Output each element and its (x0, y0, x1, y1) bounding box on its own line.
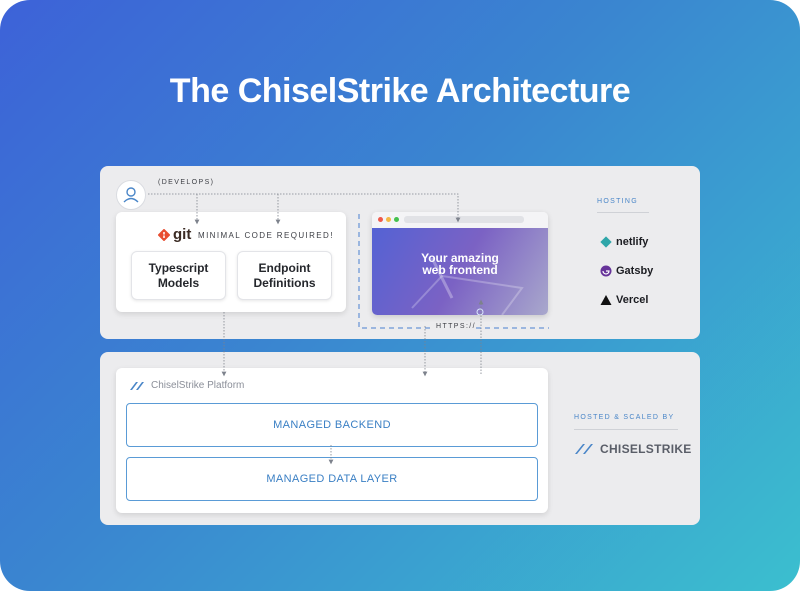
develops-line (148, 193, 461, 223)
frontend-hero (372, 228, 548, 315)
gatsby-icon (600, 265, 612, 277)
endpoints-line1: Endpoint (258, 260, 311, 275)
frontend-line1: Your amazing (421, 251, 499, 265)
git-logo-text: git (173, 226, 192, 243)
endpoints-line2: Definitions (253, 275, 316, 290)
netlify-icon (600, 236, 612, 248)
vercel-name: Vercel (616, 294, 649, 306)
minimize-dot-icon (386, 217, 391, 222)
chiselstrike-mark-icon (130, 381, 144, 390)
close-dot-icon (378, 217, 383, 222)
frontend-text: Your amazing web frontend (372, 252, 548, 276)
managed-backend-box: MANAGED BACKEND (126, 403, 538, 447)
models-line2: Models (157, 275, 200, 290)
hosted-by-divider (574, 429, 678, 430)
gatsby-name: Gatsby (616, 265, 654, 277)
chiselstrike-brand: CHISELSTRIKE (600, 442, 692, 456)
frontend-dashed-outline (358, 214, 549, 329)
vercel-logo: Vercel (600, 294, 648, 306)
hosted-by-label: HOSTED & SCALED BY (574, 414, 675, 421)
minimal-code-caption: MINIMAL CODE REQUIRED! (198, 231, 334, 240)
maximize-dot-icon (394, 217, 399, 222)
develops-label: (DEVELOPS) (158, 179, 215, 186)
frontend-line2: web frontend (422, 263, 498, 277)
vercel-icon (600, 295, 612, 305)
gatsby-logo: Gatsby (600, 265, 653, 277)
diagram-title: The ChiselStrike Architecture (169, 72, 631, 110)
hosting-divider (597, 212, 649, 213)
netlify-logo: netlify (600, 236, 648, 248)
platform-header: ChiselStrike Platform (129, 380, 244, 391)
models-line1: Typescript (148, 260, 209, 275)
web-frontend-browser: Your amazing web frontend (372, 212, 548, 315)
platform-name: ChiselStrike Platform (151, 380, 245, 391)
netlify-name: netlify (616, 236, 649, 248)
chiselstrike-logo: CHISELSTRIKE (574, 442, 692, 456)
git-icon (158, 228, 170, 241)
developer-icon (116, 180, 146, 210)
url-bar (404, 216, 524, 223)
laptop-sketch-icon (411, 257, 524, 315)
managed-data-layer-box: MANAGED DATA LAYER (126, 457, 538, 501)
git-logo: git (158, 226, 191, 243)
https-label: HTTPS:// (436, 323, 476, 330)
chiselstrike-logo-icon (575, 444, 593, 454)
hosting-label: HOSTING (597, 198, 638, 205)
